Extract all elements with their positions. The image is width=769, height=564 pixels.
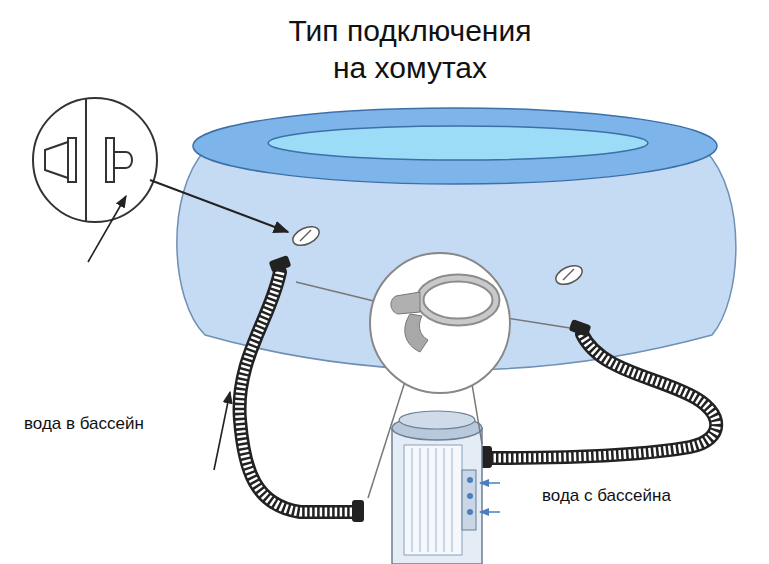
wall-plug	[290, 223, 322, 249]
hose	[492, 334, 716, 458]
hose	[240, 272, 352, 512]
pool-ring	[193, 108, 717, 184]
pool-water	[268, 126, 648, 160]
pointer-arrow	[88, 196, 126, 262]
pointer-arrow	[150, 180, 288, 232]
flow-label: вода с бассейна	[540, 486, 673, 506]
filter-pump	[392, 411, 500, 564]
flow-arrow	[214, 392, 230, 470]
wall-plug	[553, 262, 585, 288]
flow-label: вода в бассейн	[22, 414, 146, 434]
clamp-magnifier	[370, 253, 510, 393]
plug-detail	[33, 98, 157, 222]
diagram-title: Тип подключения на хомутах	[276, 12, 544, 86]
